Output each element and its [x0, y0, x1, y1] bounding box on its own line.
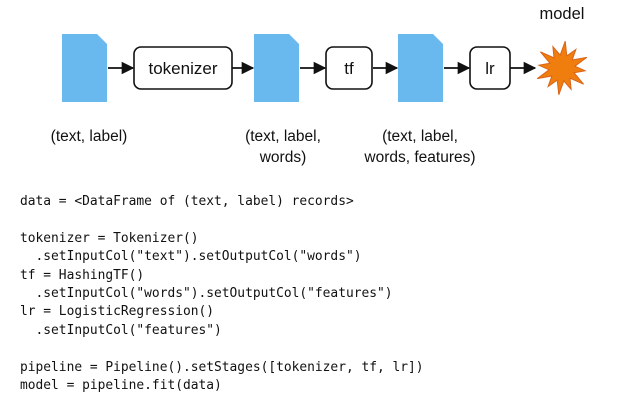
code-line: .setInputCol("text").setOutputCol("words…	[20, 249, 362, 265]
caption-line: (text, label,	[245, 128, 321, 145]
code-listing: data = <DataFrame of (text, label) recor…	[20, 193, 424, 395]
tokenizer-stage-label: tokenizer	[149, 59, 218, 78]
code-line: model = pipeline.fit(data)	[20, 378, 222, 394]
code-line: tf = HashingTF()	[20, 267, 145, 283]
model-label: model	[540, 5, 585, 23]
lr-stage-box	[469, 46, 511, 90]
caption-text-label-words: (text, label, words)	[213, 126, 353, 168]
code-line: data = <DataFrame of (text, label) recor…	[20, 194, 354, 209]
pipeline-diagram: tokenizer tf lr model	[62, 5, 588, 102]
model-star-icon	[536, 41, 588, 95]
caption-text-label: (text, label)	[24, 126, 154, 147]
code-line: .setInputCol("words").setOutputCol("feat…	[20, 286, 393, 302]
code-line: tokenizer = Tokenizer()	[20, 230, 199, 246]
code-line: lr = LogisticRegression()	[20, 304, 215, 320]
dataframe-words-document-icon	[254, 34, 299, 102]
tf-stage-box	[325, 46, 373, 90]
code-line	[20, 340, 424, 358]
caption-line: words)	[259, 149, 307, 166]
tokenizer-stage-box	[133, 46, 233, 90]
caption-line: (text, label)	[50, 128, 128, 145]
dataframe-document-icon	[62, 34, 107, 102]
code-line	[20, 211, 424, 229]
code-line: pipeline = Pipeline().setStages([tokeniz…	[20, 359, 424, 375]
dataframe-features-document-icon	[398, 34, 443, 102]
caption-line: (text, label,	[382, 128, 458, 145]
caption-line: words, features)	[364, 149, 476, 166]
lr-stage-label: lr	[485, 59, 495, 78]
code-line: .setInputCol("features")	[20, 322, 222, 338]
caption-text-label-words-features: (text, label, words, features)	[345, 126, 495, 168]
tf-stage-label: tf	[344, 59, 354, 78]
